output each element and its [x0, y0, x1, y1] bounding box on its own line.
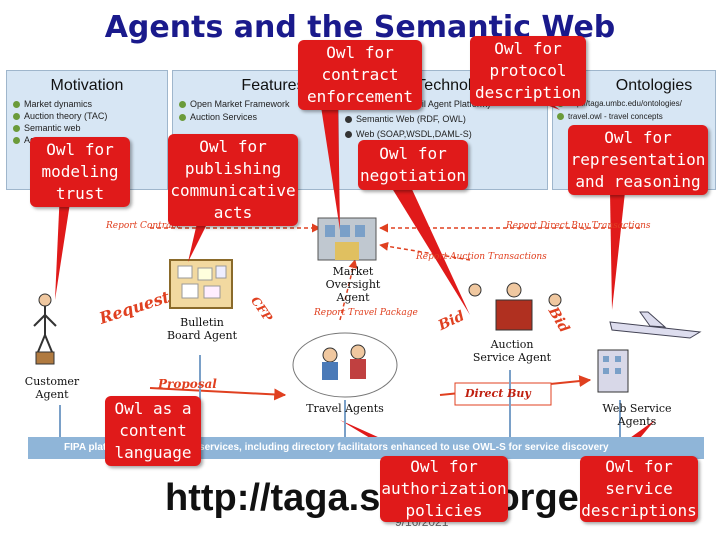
callout-authorization: Owl for authorization policies	[380, 456, 508, 522]
technologies-item: Web (SOAP,WSDL,DAML-S)	[345, 129, 472, 139]
web-service-illustration	[597, 311, 702, 393]
callout-representation: Owl for representation and reasoning	[568, 125, 708, 195]
motivation-item: Semantic web	[13, 123, 81, 133]
auction-illustration	[468, 282, 562, 331]
technologies-item: Semantic Web (RDF, OWL)	[345, 114, 466, 124]
callout-pointer-contract	[320, 100, 340, 230]
features-item: Auction Services	[179, 112, 257, 122]
auction-service-agent-label: Auction Service Agent	[472, 338, 552, 364]
callout-negotiation: Owl for negotiation	[358, 140, 468, 190]
report-travel-arrow	[339, 259, 358, 321]
callout-protocol: Owl for protocol description	[470, 36, 586, 106]
report-auction-label: Report Auction Transactions	[416, 252, 547, 262]
direct-buy-box	[454, 382, 552, 406]
travel-agents-label: Travel Agents	[306, 402, 384, 415]
report-contract-label: Report Contract	[106, 221, 181, 231]
report-travel-label: Report Travel Package	[314, 308, 418, 318]
motivation-item: Market dynamics	[13, 99, 92, 109]
bulletin-board-illustration	[169, 259, 233, 309]
proposal-label: Proposal	[158, 377, 217, 391]
callout-pointer-representation	[610, 192, 625, 310]
ontologies-item: travel.owl - travel concepts	[557, 112, 663, 121]
ontologies-heading: Ontologies	[615, 77, 693, 94]
report-direct-label: Report Direct Buy Transactions	[506, 221, 651, 231]
travel-agents-illustration	[292, 332, 398, 398]
proposal-arrow	[149, 387, 287, 401]
motivation-item: Auction theory (TAC)	[13, 111, 107, 121]
web-service-agents-label: Web Service Agents	[602, 402, 672, 428]
customer-agent-label: Customer Agent	[24, 375, 80, 401]
market-oversight-agent-label: Market Oversight Agent	[325, 265, 381, 304]
callout-pointer-negotiation	[390, 185, 470, 315]
ontologies-item: http://taga.umbc.edu/ontologies/	[557, 99, 682, 108]
callout-contract: Owl for contract enforcement	[298, 40, 422, 110]
callout-publishing: Owl for publishing communicative acts	[168, 134, 298, 226]
report-auction-arrow	[379, 241, 471, 261]
bulletin-board-agent-label: Bulletin Board Agent	[166, 316, 238, 342]
direct-buy-label: Direct Buy	[465, 387, 531, 400]
customer-illustration	[33, 293, 57, 365]
callout-content: Owl as a content language	[105, 396, 201, 466]
callout-pointer-trust	[55, 190, 72, 300]
technologies-item: FIPA (JADE, April Agent Platform)	[345, 99, 490, 109]
market-oversight-illustration	[317, 217, 377, 261]
features-heading: Features	[241, 77, 305, 94]
callout-service: Owl for service descriptions	[580, 456, 698, 522]
features-item: Open Market Framework	[179, 99, 290, 109]
motivation-heading: Motivation	[50, 77, 124, 94]
callout-trust: Owl for modeling trust	[30, 137, 130, 207]
